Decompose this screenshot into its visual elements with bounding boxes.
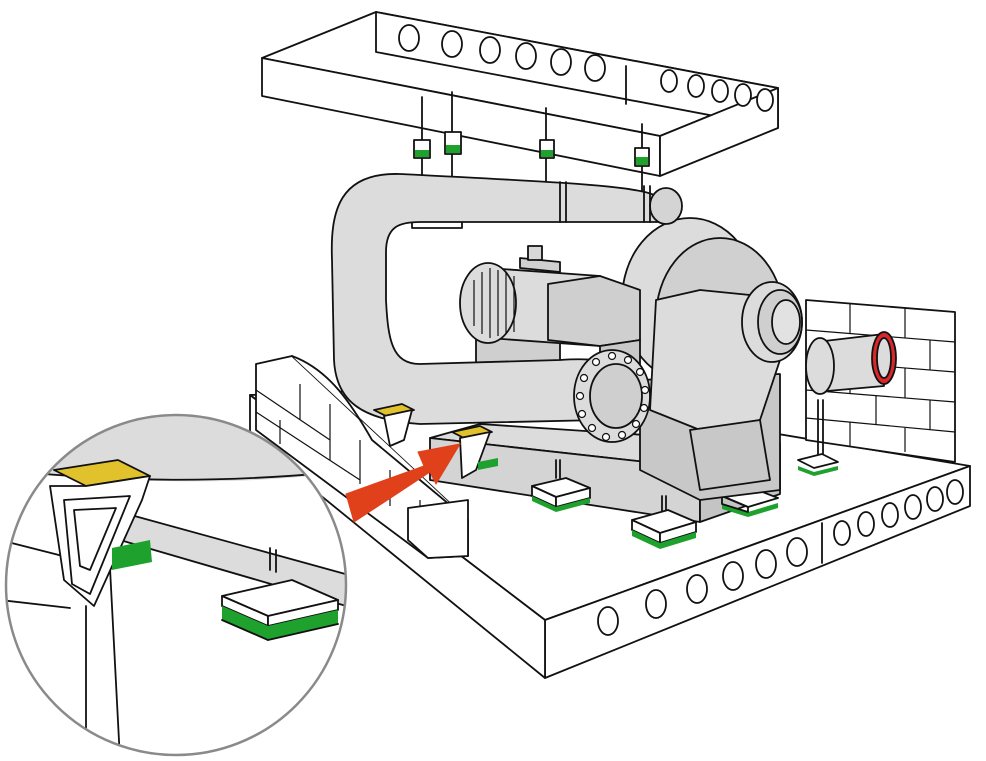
discharge-flange bbox=[573, 349, 651, 443]
isolator-pad bbox=[531, 477, 591, 512]
arrow-icon bbox=[345, 443, 462, 523]
pipe-loop bbox=[330, 173, 683, 425]
pipe-support-bracket bbox=[373, 403, 415, 447]
pipe-support-bracket bbox=[451, 425, 498, 479]
isolator-pad bbox=[797, 399, 839, 476]
slab-cores-front bbox=[597, 479, 964, 636]
outlet-pipe bbox=[805, 331, 897, 395]
masonry-wall-left bbox=[255, 355, 469, 559]
pump-volute bbox=[621, 217, 803, 501]
isolator-pad bbox=[631, 509, 697, 549]
floor-isolator-pads bbox=[531, 399, 839, 549]
pipe-support-brackets bbox=[373, 403, 498, 479]
ceiling-slab bbox=[261, 11, 779, 177]
slab-cores-top bbox=[398, 24, 774, 112]
